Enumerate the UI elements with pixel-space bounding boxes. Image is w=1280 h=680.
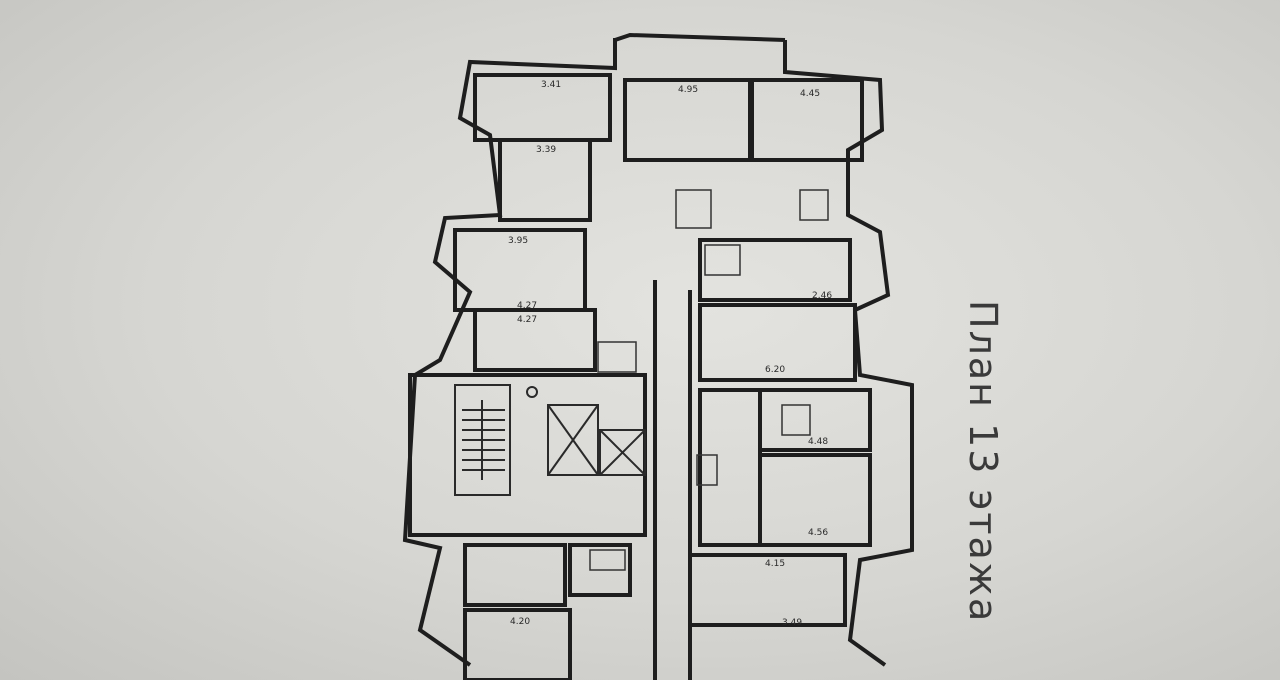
room-label-6: 4.27: [517, 301, 537, 311]
stairwell: [454, 384, 511, 496]
floor-plan-title: План 13 этажа: [961, 300, 1005, 624]
top-balcony: [614, 32, 786, 42]
elevator-shafts: [526, 386, 646, 476]
room-label-7: 4.27: [517, 315, 537, 325]
room-label-5: 3.95: [508, 236, 528, 246]
room-label-14: 4.20: [510, 617, 530, 627]
room-label-9: 6.20: [765, 365, 785, 375]
room-label-10: 4.48: [808, 437, 828, 447]
room-label-13: 3.49: [782, 618, 802, 628]
room-label-2: 4.95: [678, 85, 698, 95]
room-label-11: 4.56: [808, 528, 828, 538]
outer-wall-top-left: [402, 38, 617, 667]
room-label-12: 4.15: [765, 559, 785, 569]
room-label-1: 3.41: [541, 80, 561, 90]
room-label-8: 2.46: [812, 291, 832, 301]
room-label-3: 4.45: [800, 89, 820, 99]
outer-wall-right: [783, 40, 914, 667]
bathroom-fixtures: [589, 189, 829, 571]
partitions: [408, 73, 872, 680]
room-label-4: 3.39: [536, 145, 556, 155]
